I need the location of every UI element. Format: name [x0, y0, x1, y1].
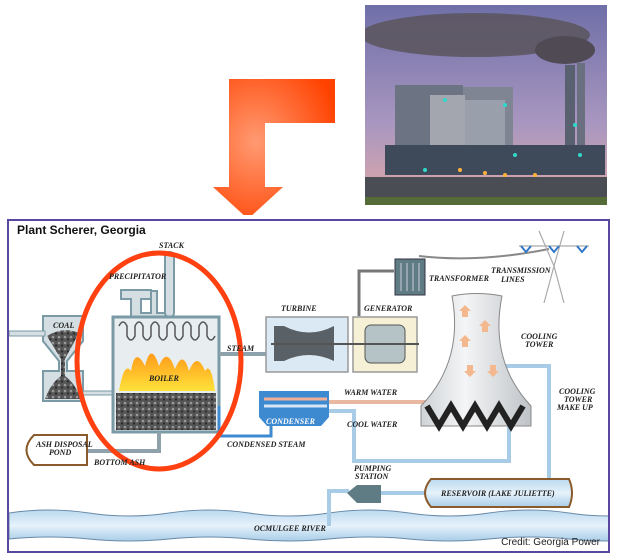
label-transmission-2: LINES [500, 275, 525, 284]
diagram-title: Plant Scherer, Georgia [17, 223, 146, 237]
label-pumping-2: STATION [355, 472, 390, 481]
label-bottom-ash: BOTTOM ASH [93, 458, 146, 467]
highlight-ellipse [74, 250, 244, 472]
plant-process-diagram: STACK PRECIPITATOR COAL BOILER STEAM TUR… [7, 219, 610, 553]
label-transformer: TRANSFORMER [429, 274, 490, 283]
label-stack: STACK [159, 241, 185, 250]
power-plant-photo [365, 5, 607, 205]
boiler [111, 315, 221, 434]
bent-arrow-icon [205, 75, 355, 219]
label-makeup-1: COOLING [559, 387, 596, 396]
river [9, 509, 608, 542]
label-warm-water: WARM WATER [344, 388, 398, 397]
transmission-tower [519, 230, 589, 304]
condenser [259, 391, 329, 426]
gen-to-transformer [357, 269, 394, 316]
credit-text: Credit: Georgia Power [501, 537, 600, 548]
label-coal: COAL [53, 321, 74, 330]
pump-intake-pipe [327, 489, 349, 526]
label-river: OCMULGEE RIVER [254, 524, 326, 533]
label-boiler: BOILER [148, 374, 179, 383]
label-cooling-tower-2: TOWER [525, 340, 554, 349]
ash-disposal-pond [25, 434, 88, 466]
label-cooling-tower-1: COOLING [521, 332, 558, 341]
label-pumping-1: PUMPING [354, 464, 392, 473]
label-cool-water: COOL WATER [347, 420, 398, 429]
condensed-steam-pipe [217, 406, 273, 438]
label-turbine: TURBINE [281, 304, 317, 313]
label-reservoir: RESERVOIR (LAKE JULIETTE) [440, 489, 555, 498]
label-precipitator: PRECIPITATOR [109, 272, 167, 281]
precipitator [120, 289, 172, 322]
label-condensed-steam: CONDENSED STEAM [227, 440, 306, 449]
turbine [265, 316, 349, 373]
pumping-station [347, 485, 381, 503]
label-ash-pond-1: ASH DISPOSAL [35, 440, 93, 449]
label-steam: STEAM [227, 344, 255, 353]
transmission-line [418, 248, 550, 260]
label-ash-pond-2: POND [49, 448, 71, 457]
transformer [394, 258, 426, 296]
label-transmission-1: TRANSMISSION [491, 266, 552, 275]
label-makeup-3: MAKE UP [556, 403, 593, 412]
reservoir [424, 478, 573, 508]
cooling-tower [420, 293, 532, 432]
bottom-ash-pipe [69, 432, 161, 453]
label-condenser: CONDENSER [266, 417, 316, 426]
generator [349, 316, 419, 373]
label-generator: GENERATOR [364, 304, 413, 313]
label-makeup-2: TOWER [564, 395, 593, 404]
stack [164, 251, 175, 318]
